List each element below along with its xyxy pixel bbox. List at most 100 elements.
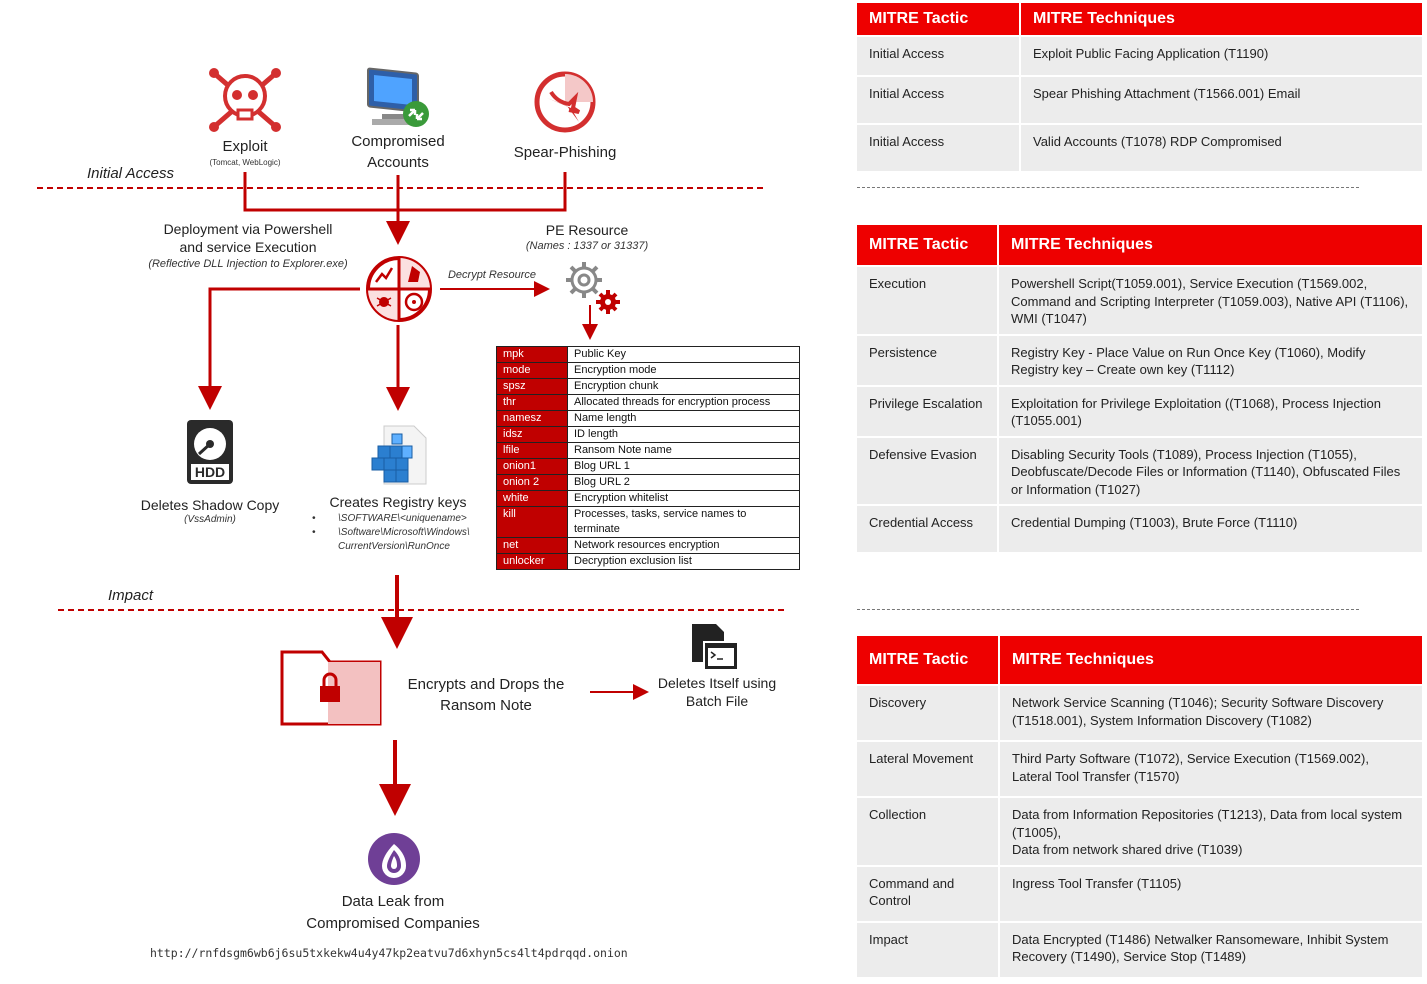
config-value: Processes, tasks, service names to termi…: [567, 506, 800, 538]
mitre-tactic-cell: Initial Access: [857, 123, 1019, 171]
config-key: mode: [496, 362, 568, 379]
walker-quadrant-icon: [366, 256, 432, 322]
compromised-label-line1: Compromised: [351, 133, 445, 150]
config-key: net: [496, 537, 568, 554]
mitre-technique-cell: Exploit Public Facing Application (T1190…: [1019, 35, 1422, 75]
mitre-technique-cell: Disabling Security Tools (T1089), Proces…: [997, 435, 1422, 504]
mitre-technique-cell: Valid Accounts (T1078) RDP Compromised: [1019, 123, 1422, 171]
registry-key-2-cont: CurrentVersion\RunOnce: [338, 541, 450, 552]
batch-file-icon: [692, 624, 739, 671]
hdd-text: HDD: [195, 464, 225, 480]
config-key: onion1: [496, 458, 568, 475]
config-value: Encryption mode: [567, 362, 800, 379]
deployment-label-line2: and service Execution: [179, 239, 317, 255]
deployment-label-line1: Deployment via Powershell: [163, 221, 333, 237]
config-value: ID length: [567, 426, 800, 443]
mitre-technique-cell: Credential Dumping (T1003), Brute Force …: [997, 504, 1422, 552]
mitre-tactic-cell: Execution: [857, 265, 997, 334]
delete-self-label-line2: Batch File: [685, 693, 749, 709]
config-value: Network resources encryption: [567, 537, 800, 554]
config-value: Allocated threads for encryption process: [567, 394, 800, 411]
mitre-tactic-cell: Credential Access: [857, 504, 997, 552]
deployment-sublabel: (Reflective DLL Injection to Explorer.ex…: [148, 258, 348, 270]
config-key: unlocker: [496, 553, 568, 570]
mitre-table-initial-access: MITRE Tactic MITRE Techniques Initial Ac…: [857, 3, 1422, 171]
diagram-connectors: [37, 172, 785, 816]
config-key: idsz: [496, 426, 568, 443]
mitre-technique-cell: Data from Information Repositories (T121…: [998, 796, 1422, 865]
config-key: onion 2: [496, 474, 568, 491]
pe-resource-label: PE Resource: [545, 222, 629, 238]
mitre-technique-cell: Network Service Scanning (T1046); Securi…: [998, 684, 1422, 740]
mitre-technique-cell: Exploitation for Privilege Exploitation …: [997, 384, 1422, 436]
phishing-label: Spear-Phishing: [513, 144, 617, 161]
config-key: white: [496, 490, 568, 507]
config-value: Encryption chunk: [567, 378, 800, 395]
config-key: lfile: [496, 442, 568, 459]
encrypt-label-line1: Encrypts and Drops the: [407, 676, 565, 693]
leak-label-line1: Data Leak from: [341, 893, 445, 910]
registry-keys-list: •\SOFTWARE\<uniquename> •\Software\Micro…: [312, 512, 470, 554]
shadow-copy-sublabel: (VssAdmin): [184, 514, 236, 525]
initial-access-phase-label: Initial Access: [87, 165, 174, 182]
config-key: namesz: [496, 410, 568, 427]
shadow-copy-label: Deletes Shadow Copy: [140, 497, 280, 513]
mitre-technique-cell: Spear Phishing Attachment (T1566.001) Em…: [1019, 75, 1422, 123]
compromised-label-line2: Accounts: [367, 154, 429, 171]
mitre-technique-cell: Third Party Software (T1072), Service Ex…: [998, 740, 1422, 796]
mitre-technique-cell: Ingress Tool Transfer (T1105): [998, 864, 1422, 921]
config-value: Public Key: [567, 346, 800, 363]
decrypt-resource-label: Decrypt Resource: [447, 269, 537, 281]
mitre-tactic-cell: Impact: [857, 920, 998, 977]
section-divider: [857, 187, 1359, 188]
mitre-technique-cell: Registry Key - Place Value on Run Once K…: [997, 333, 1422, 385]
config-value: Blog URL 2: [567, 474, 800, 491]
mitre-tactic-cell: Command and Control: [857, 864, 998, 921]
section-divider: [857, 609, 1359, 610]
gear-icon: [566, 262, 620, 314]
exploit-sublabel: (Tomcat, WebLogic): [209, 158, 281, 167]
config-key: spsz: [496, 378, 568, 395]
mitre-tactic-header: MITRE Tactic: [857, 636, 998, 684]
mitre-techniques-header: MITRE Techniques: [998, 636, 1422, 684]
mitre-tactic-header: MITRE Tactic: [857, 3, 1019, 35]
config-value: Decryption exclusion list: [567, 553, 800, 570]
exploit-label: Exploit: [222, 138, 268, 155]
pe-resource-sublabel: (Names : 1337 or 31337): [525, 240, 649, 252]
registry-icon: [371, 425, 427, 485]
registry-label: Creates Registry keys: [329, 494, 467, 510]
config-key: mpk: [496, 346, 568, 363]
mitre-tactic-cell: Initial Access: [857, 75, 1019, 123]
config-value: Name length: [567, 410, 800, 427]
tor-onion-icon: [368, 833, 420, 885]
config-value: Ransom Note name: [567, 442, 800, 459]
mitre-tactic-cell: Collection: [857, 796, 998, 865]
skull-crossbones-icon: [209, 68, 281, 132]
mitre-technique-cell: Data Encrypted (T1486) Netwalker Ransome…: [998, 920, 1422, 977]
impact-phase-label: Impact: [108, 587, 154, 604]
mitre-tactic-cell: Initial Access: [857, 35, 1019, 75]
locked-folder-icon: [280, 650, 382, 726]
config-value: Blog URL 1: [567, 458, 800, 475]
